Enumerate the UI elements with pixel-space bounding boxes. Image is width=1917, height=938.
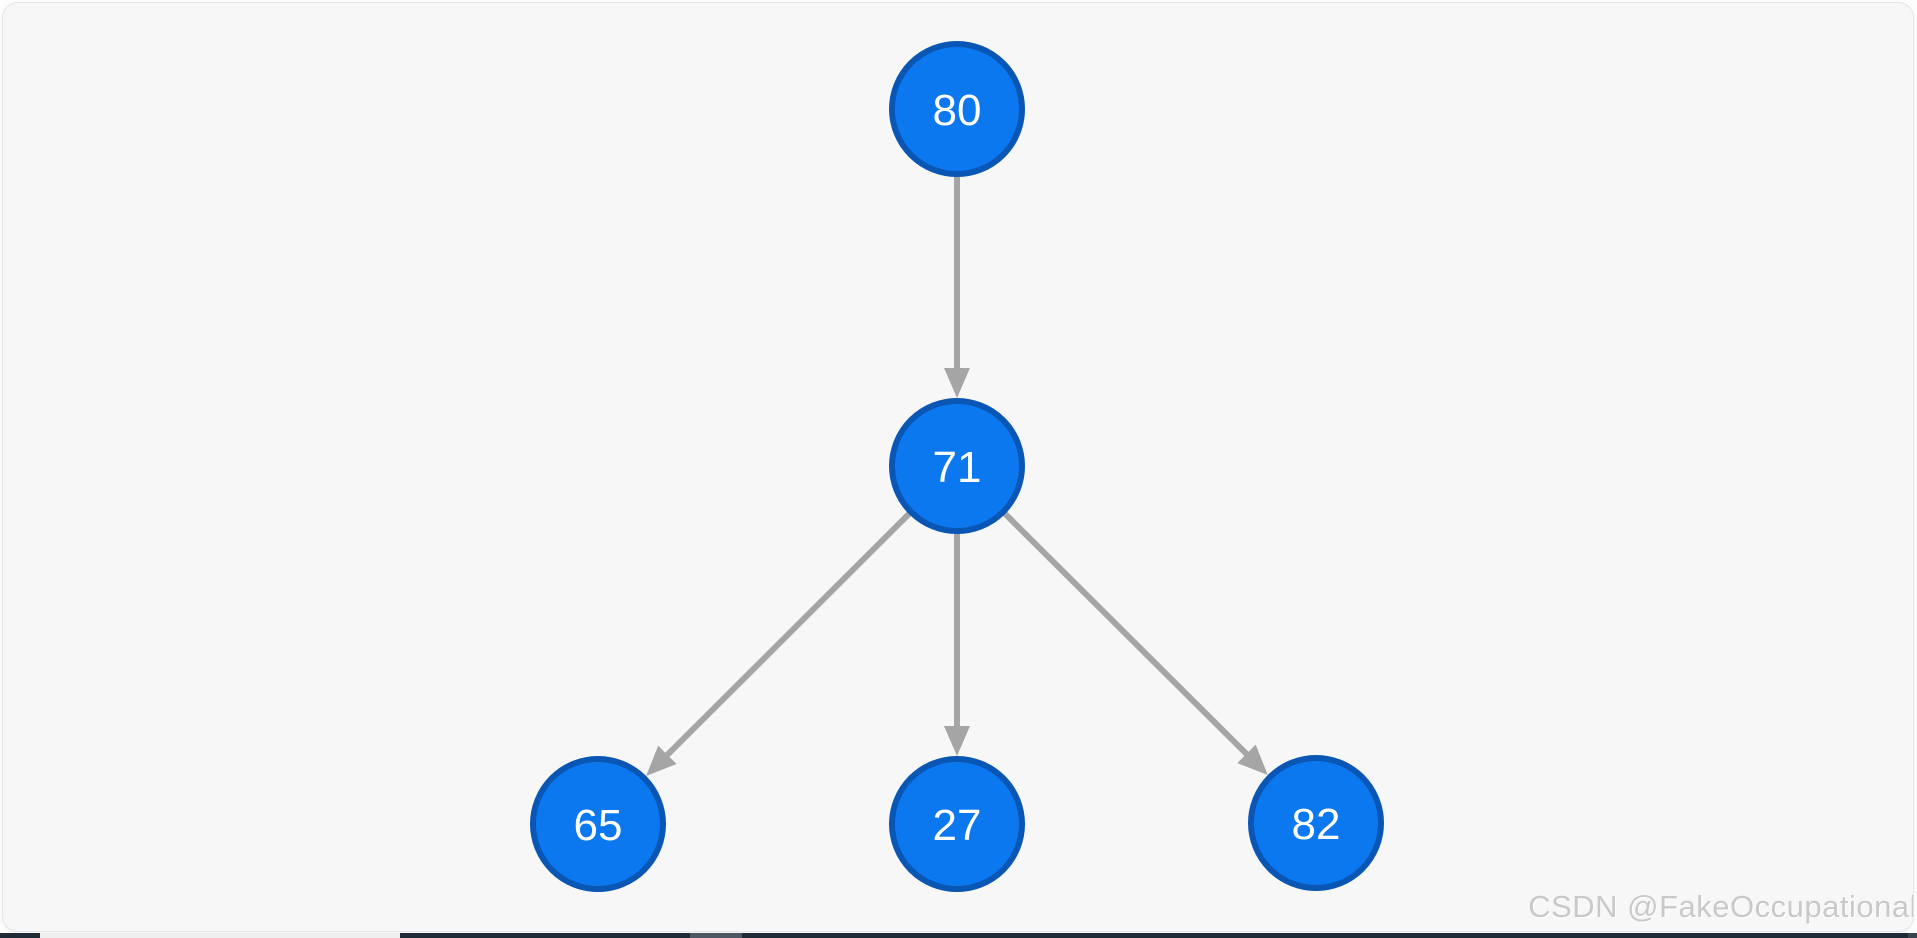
scrollbar-corner <box>1908 933 1917 938</box>
graph-edge-71-27 <box>944 529 970 756</box>
edge-line <box>664 508 915 758</box>
node-circle[interactable] <box>889 756 1025 892</box>
node-label: 80 <box>933 86 982 135</box>
graph-node-80[interactable]: 80 <box>889 41 1025 177</box>
edge-line <box>999 508 1250 757</box>
arrowhead-icon <box>944 368 970 398</box>
node-label: 82 <box>1292 800 1341 849</box>
graph-edge-80-71 <box>944 172 970 398</box>
node-label: 27 <box>933 801 982 850</box>
scrollbar-thumb-light[interactable] <box>40 933 400 938</box>
horizontal-scrollbar <box>0 933 1917 938</box>
graph-node-27[interactable]: 27 <box>889 756 1025 892</box>
graph-node-82[interactable]: 82 <box>1248 755 1384 891</box>
node-label: 71 <box>933 443 982 492</box>
arrowhead-icon <box>1237 744 1268 776</box>
node-label: 65 <box>574 801 623 850</box>
node-circle[interactable] <box>889 398 1025 534</box>
arrowhead-icon <box>944 726 970 756</box>
node-circle[interactable] <box>1248 755 1384 891</box>
scrollbar-thumb-slate[interactable] <box>690 933 742 938</box>
graph-edge-71-82 <box>999 508 1268 776</box>
node-circle[interactable] <box>889 41 1025 177</box>
node-circle[interactable] <box>530 756 666 892</box>
graph-edge-71-65 <box>646 508 915 776</box>
arrowhead-icon <box>646 745 677 776</box>
graph-node-71[interactable]: 71 <box>889 398 1025 534</box>
graph-node-65[interactable]: 65 <box>530 756 666 892</box>
